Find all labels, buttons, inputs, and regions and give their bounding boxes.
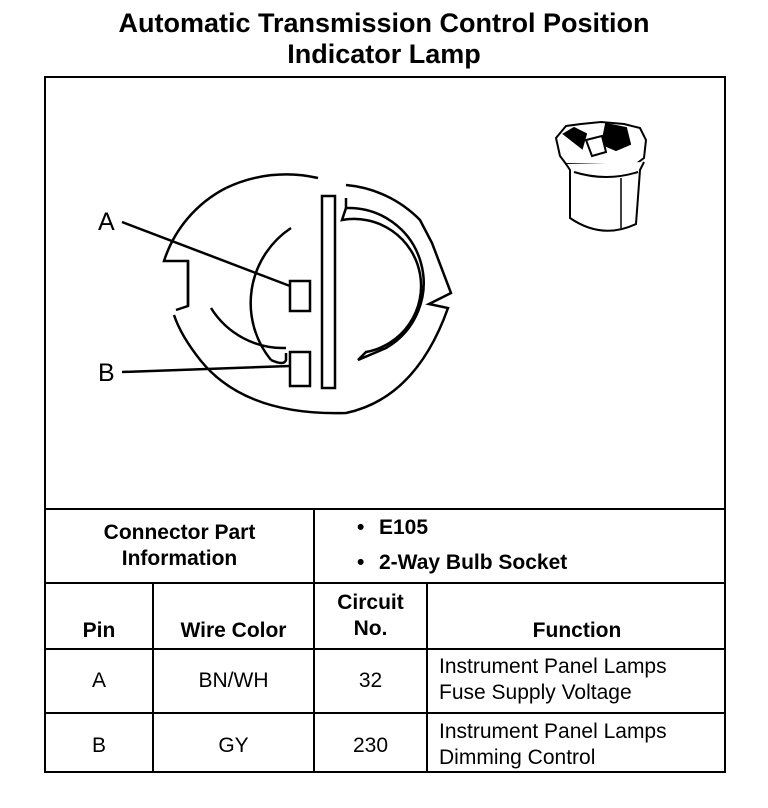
- row-a-pin: A: [91, 669, 106, 692]
- row-b-circuit: 230: [352, 734, 389, 757]
- contact-a: [288, 279, 312, 313]
- row-b-wire-color: GY: [218, 734, 249, 757]
- inner-right-channel: [340, 206, 425, 362]
- row-b-function: Instrument Panel Lamps Dimming Control: [439, 720, 667, 769]
- label-a: A: [98, 208, 115, 236]
- title-line-2: Indicator Lamp: [287, 39, 481, 69]
- bulb-socket-icon: [554, 120, 648, 232]
- connector-label-line-2: Information: [121, 547, 238, 570]
- label-b: B: [98, 359, 115, 387]
- connector-diagram: A B: [98, 120, 648, 415]
- leader-b: [121, 364, 291, 374]
- connector-info-label: Connector Part Information: [46, 520, 313, 572]
- title-line-1: Automatic Transmission Control Position: [118, 8, 650, 38]
- header-pin: Pin: [82, 619, 116, 642]
- inner-left-arc: [249, 226, 292, 361]
- connector-outer-top-arc: [225, 173, 319, 190]
- row-a-circuit: 32: [358, 669, 383, 692]
- connector-outer-right: [172, 183, 453, 415]
- connector-item-part: •E105: [357, 516, 429, 539]
- connector-label-line-1: Connector Part: [103, 521, 256, 544]
- header-circuit: Circuit No.: [337, 591, 404, 640]
- page-title: Automatic Transmission Control Position …: [0, 8, 768, 70]
- figure-frame: [44, 76, 726, 773]
- header-wire-color: Wire Color: [180, 619, 287, 642]
- contact-b: [288, 350, 312, 388]
- center-bar: [320, 194, 337, 390]
- row-a-wire-color: BN/WH: [198, 669, 269, 692]
- header-function: Function: [532, 619, 622, 642]
- connector-outer-upper-left: [162, 186, 227, 312]
- row-b-pin: B: [91, 734, 106, 757]
- leader-a: [121, 220, 291, 288]
- connector-item-socket: •2-Way Bulb Socket: [357, 551, 568, 574]
- row-a-function: Instrument Panel Lamps Fuse Supply Volta…: [439, 655, 667, 704]
